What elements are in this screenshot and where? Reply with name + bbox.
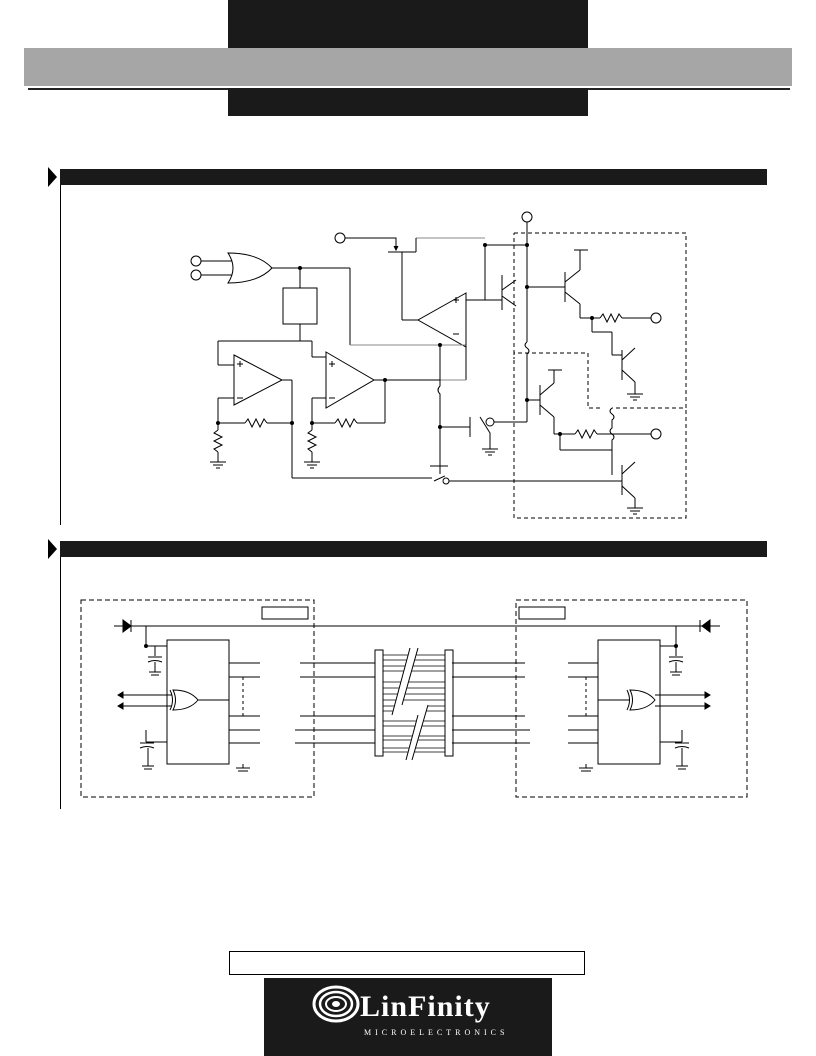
section-rule-left xyxy=(60,557,61,809)
header-band xyxy=(24,48,792,86)
dashed-enclosure xyxy=(513,232,687,409)
xor-gate xyxy=(172,689,199,711)
brand-tagline: MICROELECTRONICS xyxy=(364,1028,509,1037)
circuit-diagram xyxy=(190,211,687,519)
input-pin xyxy=(190,269,202,281)
brand-name: LinFinity xyxy=(360,990,491,1023)
logic-block xyxy=(282,287,318,325)
section-bar-circuit xyxy=(60,169,767,185)
output-pin xyxy=(650,312,662,324)
section-bar-connection xyxy=(60,541,767,557)
header-bottom-block xyxy=(228,88,588,116)
section-arrow-icon xyxy=(48,539,57,559)
left-ic xyxy=(166,639,230,765)
left-module-enclosure xyxy=(80,599,315,798)
section-arrow-icon xyxy=(48,167,57,187)
right-ic xyxy=(597,639,661,765)
footer-text-box xyxy=(229,951,585,975)
supply-pin xyxy=(521,211,533,223)
left-module-label-box xyxy=(261,606,309,620)
header-top-block xyxy=(228,0,588,48)
xor-gate xyxy=(629,689,656,711)
op-amp-3 xyxy=(416,292,467,348)
right-module-label-box xyxy=(518,606,566,620)
output-pin xyxy=(650,428,662,440)
section-rule-left xyxy=(60,185,61,525)
connection-diagram xyxy=(80,599,748,798)
linfinity-swirl-logo-icon xyxy=(312,985,360,1023)
or-gate xyxy=(227,252,273,284)
op-amp-1 xyxy=(233,354,284,406)
connector-right xyxy=(444,649,454,757)
connector-left xyxy=(374,649,384,757)
reference-pin xyxy=(334,232,346,244)
input-pin xyxy=(190,255,202,267)
op-amp-2 xyxy=(325,351,375,409)
brand-logo-block: LinFinity MICROELECTRONICS xyxy=(264,978,552,1056)
right-module-enclosure xyxy=(515,599,748,798)
